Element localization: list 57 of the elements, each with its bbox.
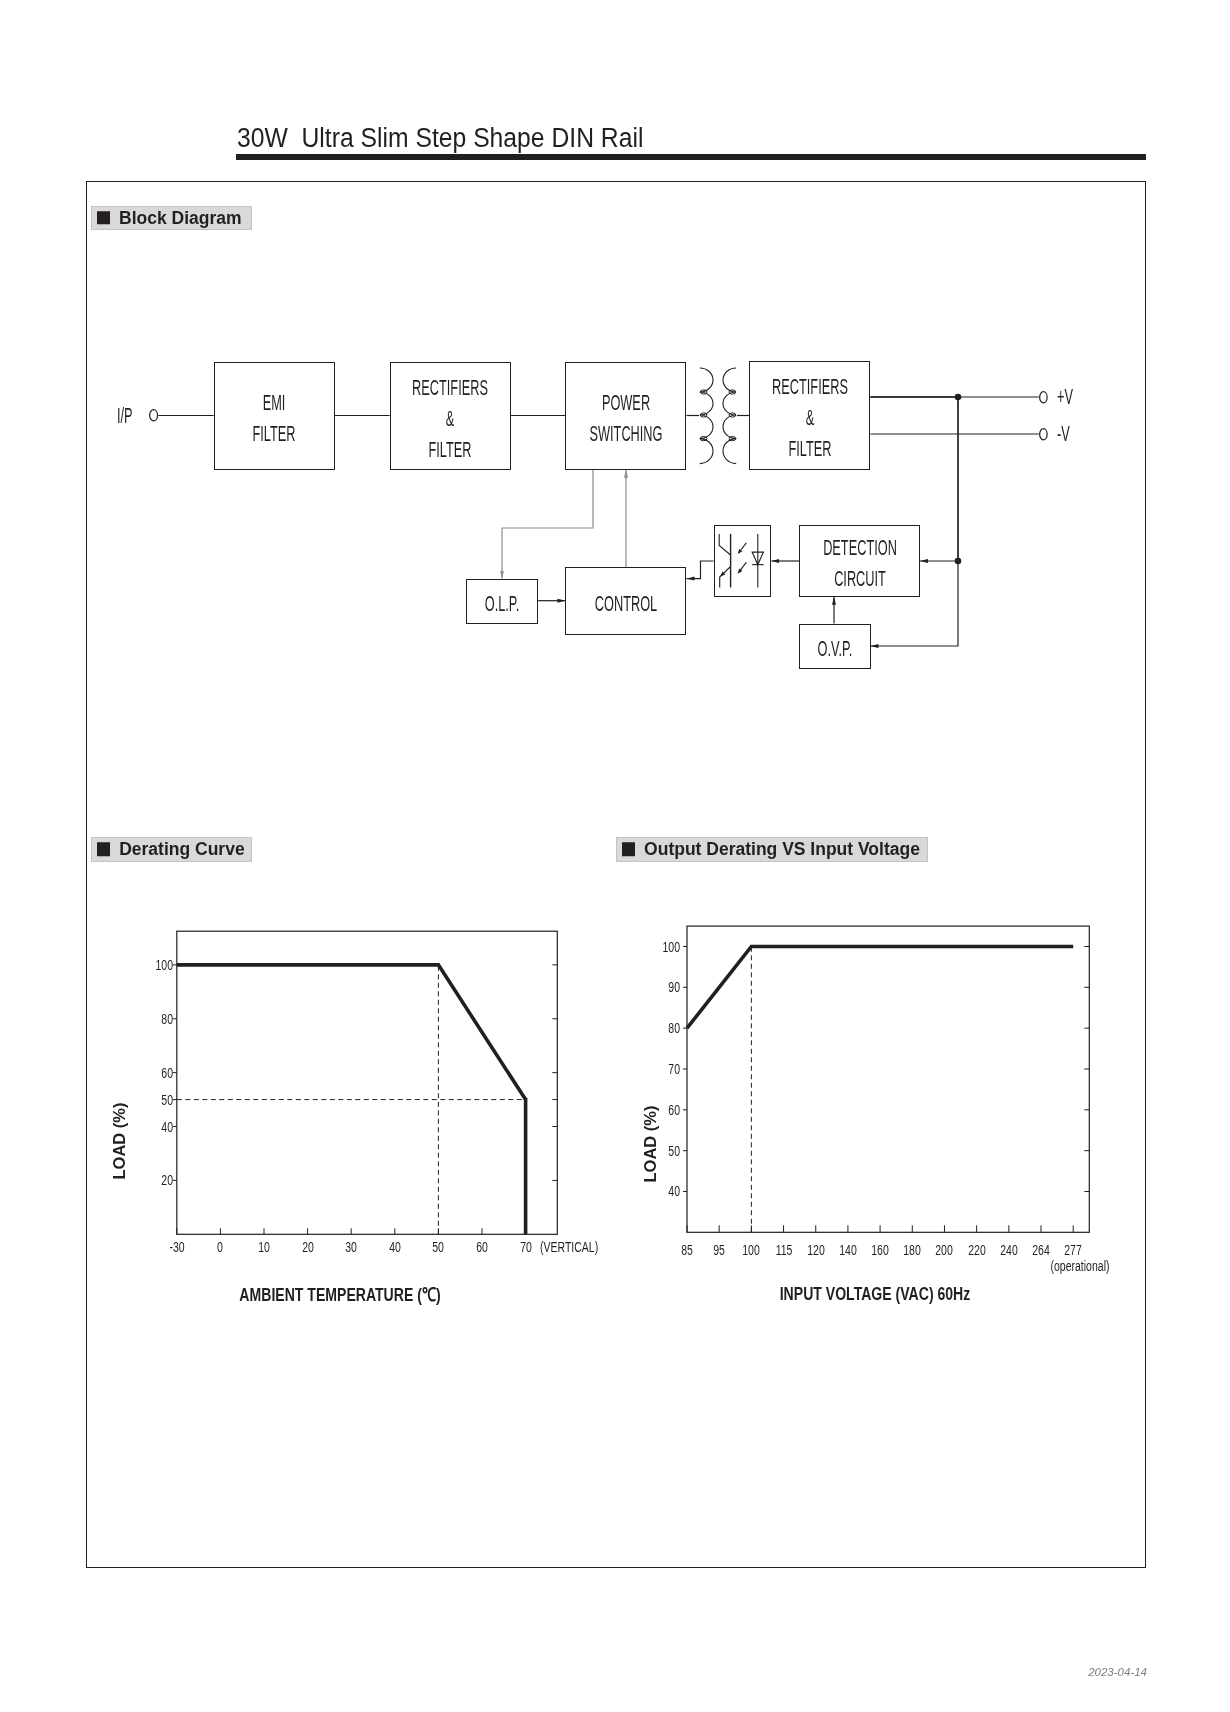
tick-label: 10 xyxy=(258,1240,270,1254)
tick-label: 120 xyxy=(806,1243,825,1257)
tick-label: 60 xyxy=(668,1102,681,1117)
tick-label: 100 xyxy=(155,957,174,972)
tick-label: 180 xyxy=(903,1243,922,1257)
tick-label: 30 xyxy=(345,1240,358,1254)
block-label: POWER SWITCHING xyxy=(589,388,663,448)
terminal-label: +V xyxy=(1057,384,1073,410)
tick-label: 80 xyxy=(668,1021,681,1036)
tick-label: 264 xyxy=(1032,1243,1050,1257)
block-label: RECTIFIERS & FILTER xyxy=(771,373,848,463)
tick-label: 0 xyxy=(217,1240,224,1254)
tick-label: 60 xyxy=(161,1065,174,1080)
heading-text: Block Diagram xyxy=(119,207,242,228)
tick-label: 60 xyxy=(476,1240,488,1254)
tick-label: 100 xyxy=(742,1243,761,1257)
terminal-label: I/P xyxy=(117,402,133,429)
axis-title: LOAD (%) xyxy=(639,1105,660,1183)
axis-title: INPUT VOLTAGE (VAC) 60Hz xyxy=(780,1283,971,1306)
block-label: RECTIFIERS & FILTER xyxy=(412,373,489,464)
tick-label: 50 xyxy=(668,1143,681,1158)
tick-label: 140 xyxy=(839,1243,857,1257)
block-label: O.V.P. xyxy=(817,634,853,663)
axis-title: LOAD (%) xyxy=(109,1102,130,1180)
tick-label: -30 xyxy=(169,1240,185,1254)
tick-label: 40 xyxy=(668,1184,681,1199)
tick-label: 40 xyxy=(388,1240,401,1254)
axis-note: (VERTICAL) xyxy=(539,1240,598,1254)
tick-label: 90 xyxy=(668,980,681,995)
tick-label: 100 xyxy=(662,939,681,954)
tick-label: 160 xyxy=(871,1243,889,1257)
axis-note: (operational) xyxy=(1050,1258,1110,1273)
axis-title: AMBIENT TEMPERATURE (℃) xyxy=(239,1284,441,1307)
tick-label: 40 xyxy=(161,1119,174,1134)
tick-label: 70 xyxy=(668,1062,681,1076)
tick-label: 50 xyxy=(161,1092,174,1107)
tick-label: 277 xyxy=(1064,1243,1082,1257)
tick-label: 20 xyxy=(301,1240,314,1254)
tick-label: 85 xyxy=(681,1243,693,1257)
heading-text: Derating Curve xyxy=(119,839,245,860)
block-label: O.L.P. xyxy=(484,589,520,618)
tick-label: 95 xyxy=(713,1243,725,1257)
tick-label: 80 xyxy=(161,1011,174,1026)
terminal-label: -V xyxy=(1057,421,1070,447)
tick-label: 20 xyxy=(161,1173,174,1188)
tick-label: 220 xyxy=(967,1243,986,1257)
tick-label: 200 xyxy=(935,1243,954,1257)
heading-text: Output Derating VS Input Voltage xyxy=(644,839,920,860)
tick-label: 50 xyxy=(432,1240,445,1254)
tick-label: 240 xyxy=(1000,1243,1018,1257)
page-title: 30W Ultra Slim Step Shape DIN Rail xyxy=(237,122,644,153)
tick-label: 70 xyxy=(519,1240,532,1254)
block-label: DETECTION CIRCUIT xyxy=(822,533,897,593)
footer-date: 2023-04-14 xyxy=(1088,1665,1147,1679)
block-label: EMI FILTER xyxy=(252,388,296,448)
block-label: CONTROL xyxy=(594,589,658,618)
tick-label: 115 xyxy=(775,1243,792,1257)
